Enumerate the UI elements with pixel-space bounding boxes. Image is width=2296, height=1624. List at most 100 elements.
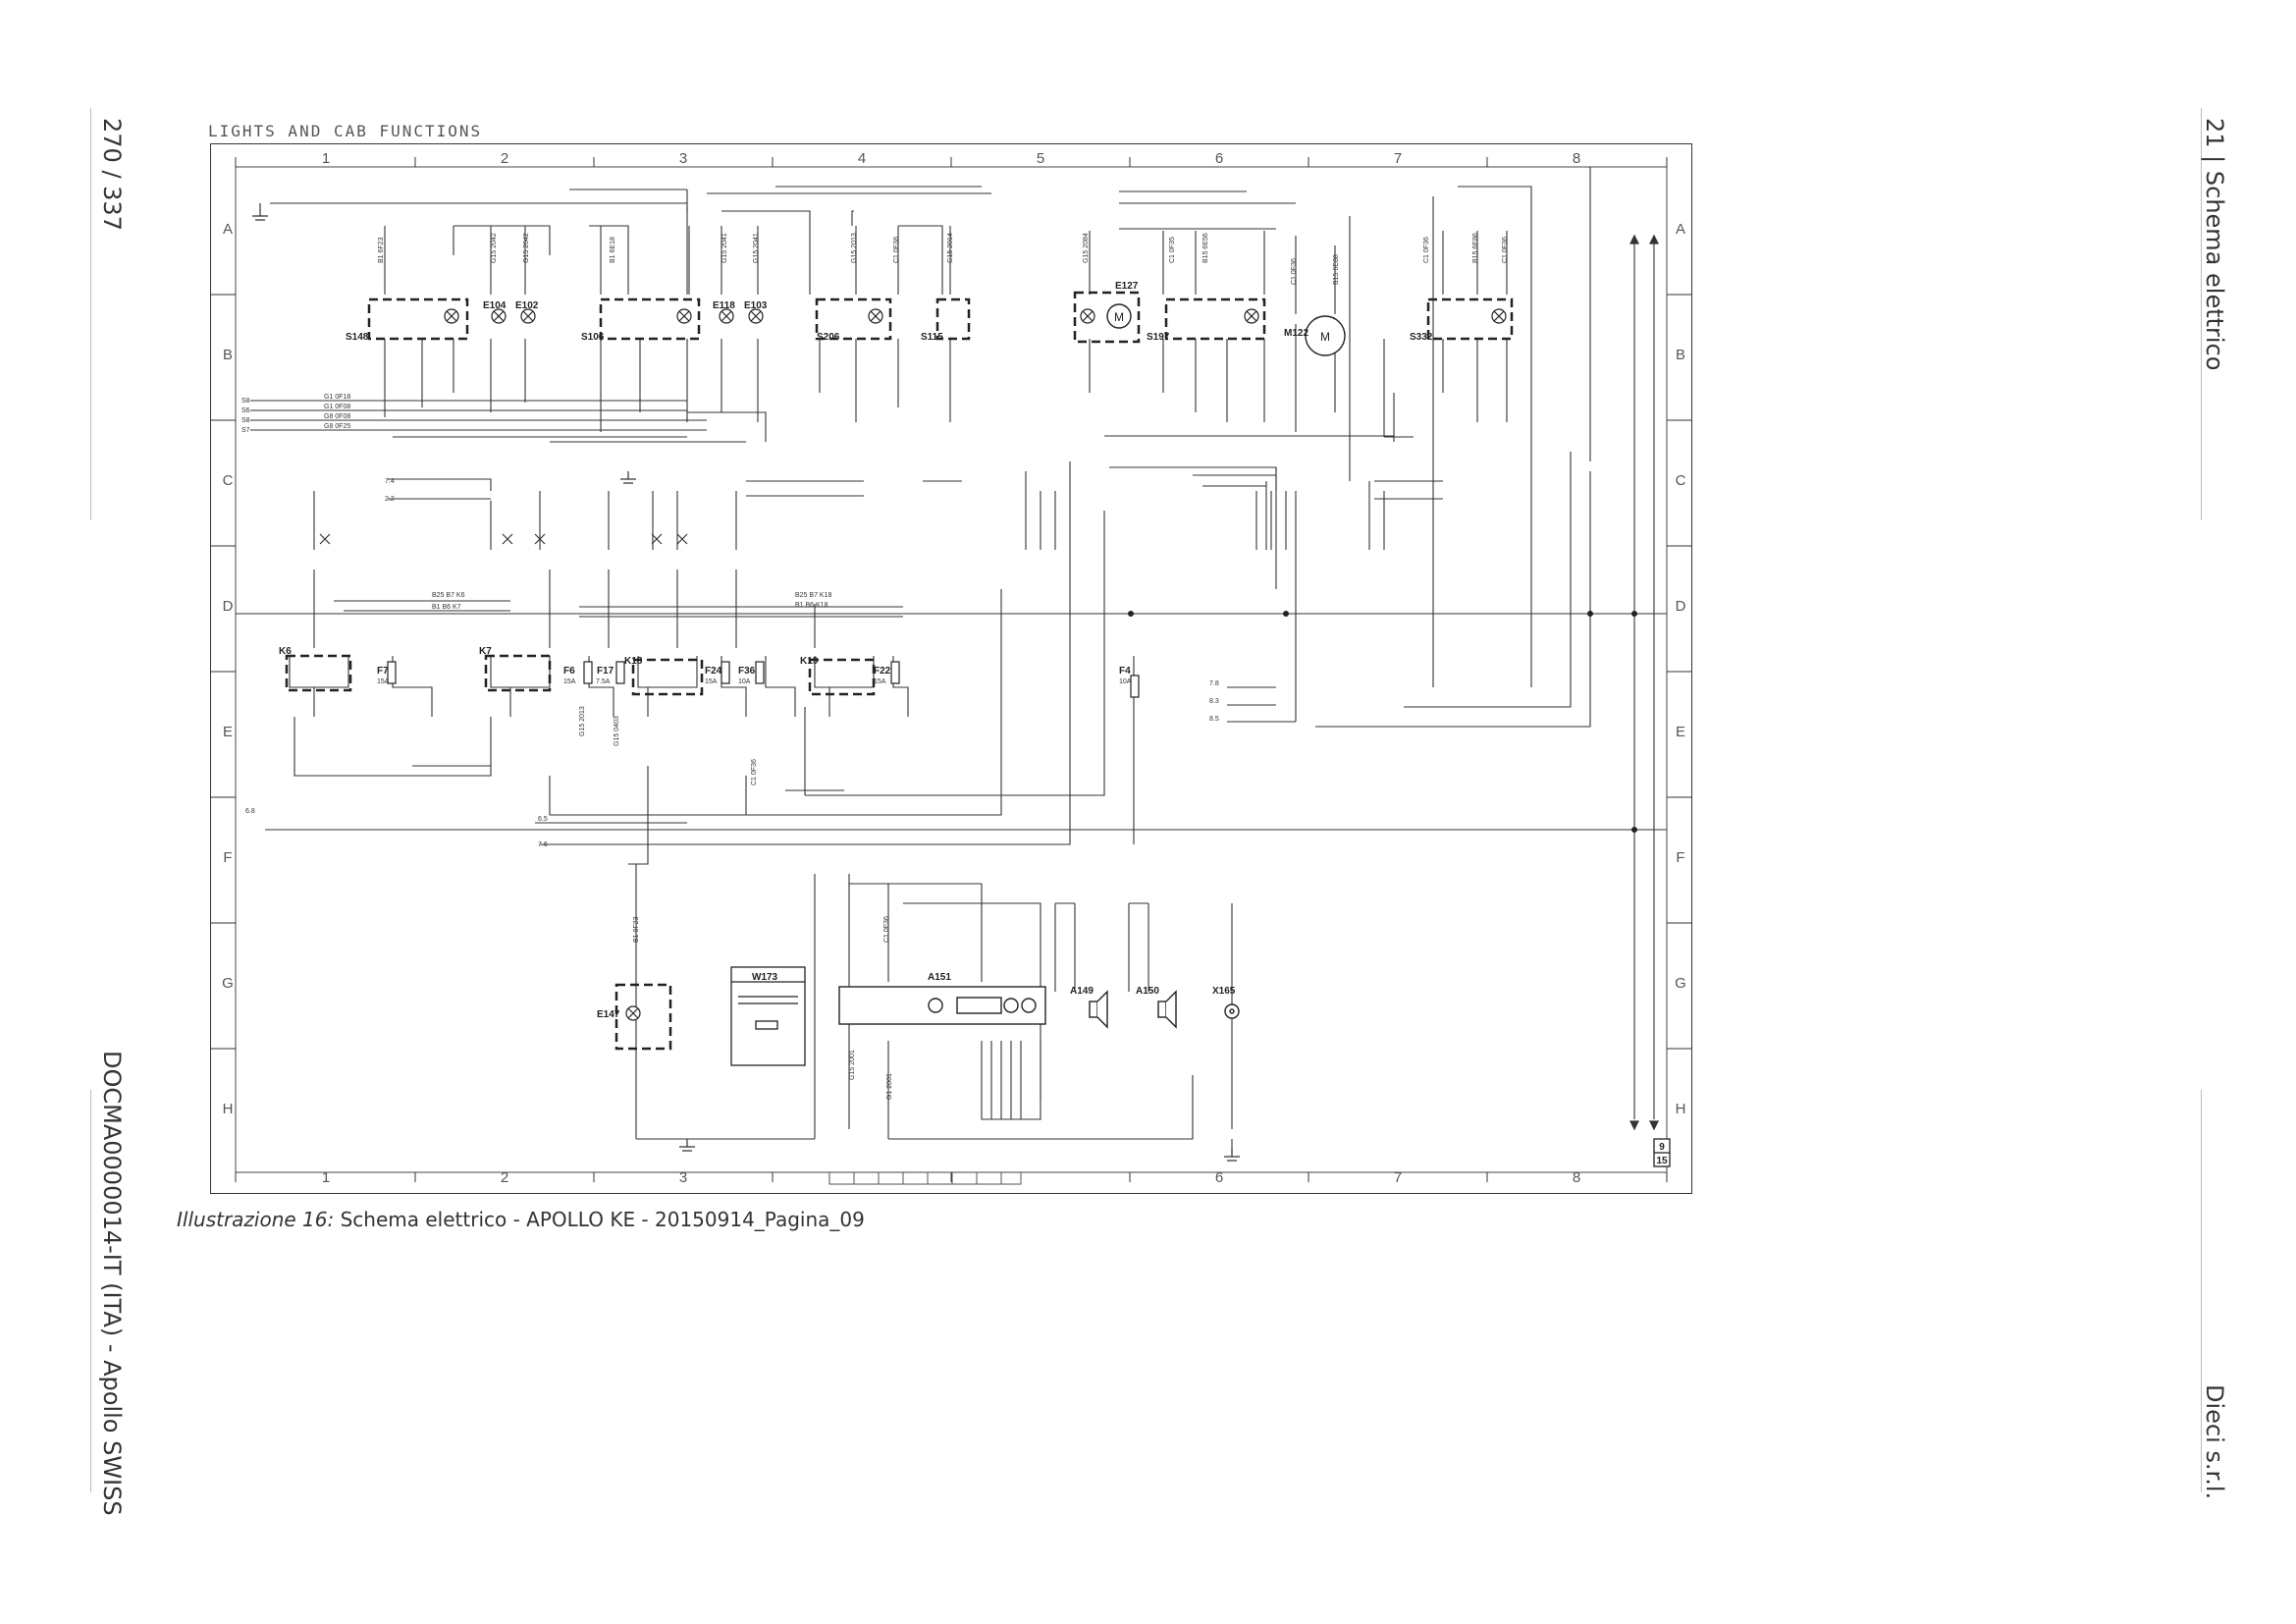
e147-box <box>614 983 672 1051</box>
label-k7: K7 <box>479 646 492 657</box>
caption-prefix: Illustrazione 16: <box>177 1208 335 1231</box>
wire-label: G15 2041 <box>753 233 760 263</box>
lamp-e104-icon <box>491 308 507 324</box>
label-s115: S115 <box>921 332 943 343</box>
switch-s106-box <box>599 298 701 341</box>
terminal-label: S8 <box>241 417 250 424</box>
terminal-label: G1 0F18 <box>324 394 350 401</box>
sheet-number: 9 <box>1659 1142 1665 1153</box>
row-label-left: H <box>223 1101 234 1117</box>
row-label-left: E <box>223 724 233 740</box>
label-w173: W173 <box>752 972 778 983</box>
wire-label: C1 0F38 <box>893 237 900 263</box>
label-s206: S206 <box>817 332 840 343</box>
relay-k19-box <box>808 658 876 696</box>
wire-label: B1 B6 K18 <box>795 602 828 609</box>
switch-s148-box <box>367 298 469 341</box>
terminal-label: S7 <box>241 427 250 434</box>
terminal-label: G1 0F08 <box>324 404 350 410</box>
rating-f7: 15A <box>377 678 390 685</box>
col-label-bottom: 3 <box>679 1169 687 1186</box>
lamp-s197-icon <box>1244 308 1259 324</box>
figure-caption: Illustrazione 16: Schema elettrico - APO… <box>177 1208 865 1231</box>
wire-label: C1 0F36 <box>1502 237 1509 263</box>
terminal-label: 7.8 <box>1209 680 1219 687</box>
switch-s206-box <box>815 298 892 341</box>
row-label-right: F <box>1676 849 1684 866</box>
row-label-left: D <box>223 598 234 615</box>
row-label-left: C <box>223 472 234 489</box>
terminal-label: 6.8 <box>245 808 255 815</box>
col-label-bottom: 8 <box>1573 1169 1580 1186</box>
right-margin <box>2201 0 2296 1624</box>
label-f7: F7 <box>377 666 389 677</box>
row-label-right: H <box>1676 1101 1686 1117</box>
speaker-a150-icon <box>1157 990 1177 1029</box>
motor-m122-icon: M <box>1305 315 1346 356</box>
ground-icon <box>1224 1149 1240 1162</box>
wire-label: B1 B6 K7 <box>432 604 461 611</box>
wire-label: B25 B7 K6 <box>432 592 465 599</box>
ground-icon <box>252 203 268 221</box>
switch-s332-box <box>1426 298 1514 341</box>
row-label-right: B <box>1676 347 1685 363</box>
relay-k18-box <box>631 658 704 696</box>
rating-f6: 15A <box>563 678 576 685</box>
wire-label: G15 0403 <box>614 716 620 746</box>
col-label-top: 6 <box>1215 150 1223 167</box>
label-f24: F24 <box>705 666 722 677</box>
terminal-label: 6.5 <box>538 816 548 823</box>
terminal-label: 8.5 <box>1209 716 1219 723</box>
lamp-e127-icon <box>1080 308 1095 324</box>
label-e102: E102 <box>515 300 539 311</box>
device-w173-icon <box>730 966 806 1066</box>
col-label-bottom: 2 <box>501 1169 508 1186</box>
lamp-s148-icon <box>444 308 459 324</box>
fuse-f24-icon <box>721 661 730 684</box>
label-e127: E127 <box>1115 281 1139 292</box>
terminal-label: 7.4 <box>385 478 395 485</box>
col-label-top: 4 <box>858 150 866 167</box>
row-label-left: F <box>223 849 232 866</box>
wire-label: B1 6E18 <box>610 237 616 263</box>
rating-f36: 10A <box>738 678 751 685</box>
col-label-top: 8 <box>1573 150 1580 167</box>
relay-k6-box <box>285 654 352 692</box>
terminal-label: G8 0F25 <box>324 423 350 430</box>
wire-label: G15 2042 <box>523 233 530 263</box>
wire-label: B25 B7 K18 <box>795 592 831 599</box>
label-f6: F6 <box>563 666 575 677</box>
label-f17: F17 <box>597 666 614 677</box>
fuse-f17-icon <box>615 661 625 684</box>
row-label-left: G <box>222 975 234 992</box>
switch-s197-box <box>1164 298 1266 341</box>
label-s106: S106 <box>581 332 605 343</box>
switch-s115-box <box>935 298 971 341</box>
lamp-s106-icon <box>676 308 692 324</box>
motor-e127-icon: M <box>1106 303 1132 329</box>
label-a150: A150 <box>1136 986 1159 997</box>
label-s148: S148 <box>346 332 369 343</box>
label-f4: F4 <box>1119 666 1131 677</box>
wire-label: C1 0F36 <box>1291 258 1298 285</box>
label-f22: F22 <box>874 666 891 677</box>
wire-label: G15 2041 <box>721 233 728 263</box>
label-s197: S197 <box>1147 332 1170 343</box>
wire-label: B1 0F23 <box>633 916 640 943</box>
label-a151: A151 <box>928 972 951 983</box>
speaker-a149-icon <box>1089 990 1108 1029</box>
label-f36: F36 <box>738 666 756 677</box>
label-e103: E103 <box>744 300 768 311</box>
svg-text:M: M <box>1320 330 1330 344</box>
col-label-bottom: 7 <box>1394 1169 1402 1186</box>
row-label-right: A <box>1676 221 1685 238</box>
lamp-s206-icon <box>868 308 883 324</box>
rating-f17: 7.5A <box>596 678 611 685</box>
left-margin: 270 / 337 DOCMA0000014-IT (ITA) - Apollo… <box>0 0 126 1624</box>
terminal-label: 2.2 <box>385 496 395 503</box>
rating-f22: 15A <box>874 678 886 685</box>
wire-label: C1 0F36 <box>883 916 890 943</box>
wire-label: G1 2001 <box>886 1073 893 1100</box>
lamp-s332-icon <box>1491 308 1507 324</box>
